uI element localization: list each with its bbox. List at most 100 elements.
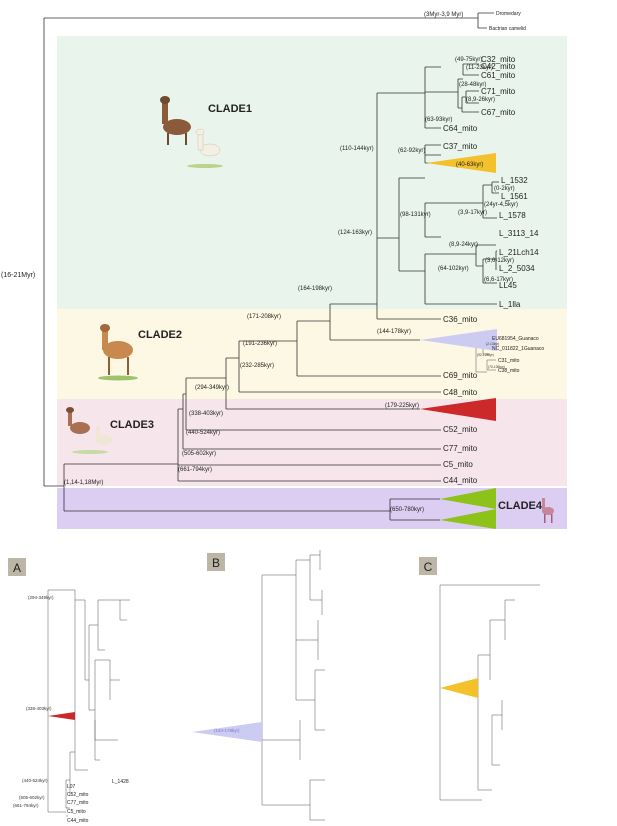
vicuna-illustration-clade3 [66,407,112,454]
node-age-label: (191-236kyr) [243,341,277,347]
node-age-label: (8,9-24kyr) [449,242,478,248]
panel-b-tree [261,550,325,821]
tip-label: NC_011822_1Guanaco [492,346,544,352]
svg-text:B: B [212,556,220,570]
node-age-label: (2-13kyr) [486,342,499,346]
panel-a-node-label: (440-524kyr) [22,778,48,783]
node-age-label: (40-63kyr) [456,162,483,168]
panel-a-node-label: (294-349kyr) [28,595,54,600]
node-age-label: (28-48kyr) [459,82,486,88]
collapsed-clade-red [420,398,496,421]
node-age-label: (110-144kyr) [340,146,374,152]
clade2-band [57,309,567,399]
node-age-label: (62-92kyr) [398,148,425,154]
panel-b-lavender-triangle [192,722,262,742]
tip-label: C38_mito [498,368,520,374]
collapsed-clade-green-upper [440,488,496,509]
panel-a-tip-label: L07 [67,784,76,790]
alpaca-illustration-clade4 [542,498,554,523]
node-age-label: (144-178kyr) [377,329,411,335]
node-age-label: (70-106kyr) [488,365,505,369]
node-age-label: (0-2kyr) [494,186,515,192]
tip-label: L_1532 [501,176,528,185]
node-age-label: (164-198kyr) [298,286,332,292]
tip-label: L_21Lch14 [499,248,539,257]
node-age-labels: (16-21Myr) (3Myr-3,9 Myr) (49-75kyr) (11… [1,12,518,513]
tip-labels: Dromedary Bactrian camelid C42_mito C32_… [443,11,544,485]
panel-a-labels: (294-349kyr) (338-403kyr) (440-524kyr) (… [13,595,129,824]
panel-a-node-label: (338-403kyr) [26,706,52,711]
tip-label: L_3113_14 [499,229,539,238]
panel-label-a: A [8,558,26,576]
tip-label: C5_mito [443,460,473,469]
panel-label-c: C [419,557,437,575]
clade3-label: CLADE3 [110,419,154,431]
panel-a-tip-label: L_1428 [112,779,129,785]
tip-label: L_1561 [501,192,528,201]
panel-a-tip-label: C44_mito [67,818,89,824]
node-age-label: (8,9-26kyr) [466,97,495,103]
tip-label: C31_mito [498,358,520,364]
node-age-label: (3,9-17kyr) [458,210,487,216]
tip-label: C44_mito [443,476,478,485]
panel-label-b: B [207,553,225,571]
llama-illustration-clade1 [160,96,223,168]
node-age-label: (661-794kyr) [178,467,212,473]
panel-a-tip-label: C77_mito [67,800,89,806]
node-age-label: (294-349kyr) [195,385,229,391]
node-age-label: (3,6-12kyr) [485,258,514,264]
panel-a-red-triangle [48,712,75,720]
tip-label: C64_mito [443,124,478,133]
node-age-label: (63-93kyr) [425,117,452,123]
panel-a-node-label: (505-602kyr) [19,795,45,800]
node-age-label: (440-524kyr) [186,430,220,436]
tip-label: C71_mito [481,87,516,96]
tip-label: C42_mito [481,62,516,71]
tip-label: L_1lla [499,300,521,309]
svg-text:C: C [424,560,433,574]
node-age-label: (98-131kyr) [400,212,431,218]
node-age-label: (171-208kyr) [247,314,281,320]
node-age-label: (64-102kyr) [438,266,469,272]
tip-label: L_2_5034 [499,264,535,273]
panel-c-tree [439,584,540,801]
tip-label: C48_mito [443,388,478,397]
tip-label: C77_mito [443,444,478,453]
node-age-label: (49-75kyr) [455,57,482,63]
svg-text:A: A [13,561,21,575]
node-age-label: (232-285kyr) [240,363,274,369]
panel-a-tip-label: C52_mito [67,792,89,798]
node-age-label: (1,14-1,18Myr) [64,480,103,486]
node-age-label: (16-21Myr) [1,272,35,279]
collapsed-clade-green-lower [440,509,496,529]
panel-a-tip-label: C5_mito [67,809,86,815]
tip-label: C52_mito [443,425,478,434]
tip-label: Dromedary [496,11,521,17]
node-age-label: (179-225kyr) [385,403,419,409]
tip-label: Bactrian camelid [489,26,526,32]
tip-label: L_1578 [499,211,526,220]
tip-label: C67_mito [481,108,516,117]
node-age-label: (11-23kyr) [466,65,493,71]
tip-label: C37_mito [443,142,478,151]
tip-label: EU681954_Guanaco [492,336,539,342]
panel-c-gold-triangle [440,678,478,698]
clade4-label: CLADE4 [498,500,543,512]
node-age-label: (505-602kyr) [182,451,216,457]
collapsed-clade-lavender [420,329,497,351]
node-age-label: (92-128kyr) [477,353,494,357]
node-age-label: (3Myr-3,9 Myr) [424,12,463,18]
panel-a-tree [47,589,130,817]
node-age-label: (6,6-17kyr) [484,277,513,283]
tip-label: C61_mito [481,71,516,80]
node-age-label: (338-403kyr) [189,411,223,417]
panel-a-node-label: (661-794kyr) [13,803,39,808]
node-age-label: (650-780kyr) [390,507,424,513]
guanaco-illustration-clade2 [98,324,138,381]
node-age-label: (124-163kyr) [338,230,372,236]
tip-label: C69_mito [443,371,478,380]
clade2-label: CLADE2 [138,329,182,341]
node-age-label: (24yr-4,5kyr) [484,202,518,208]
panel-b-node-label: (144-178kyr) [214,728,240,733]
tip-label: C36_mito [443,315,478,324]
